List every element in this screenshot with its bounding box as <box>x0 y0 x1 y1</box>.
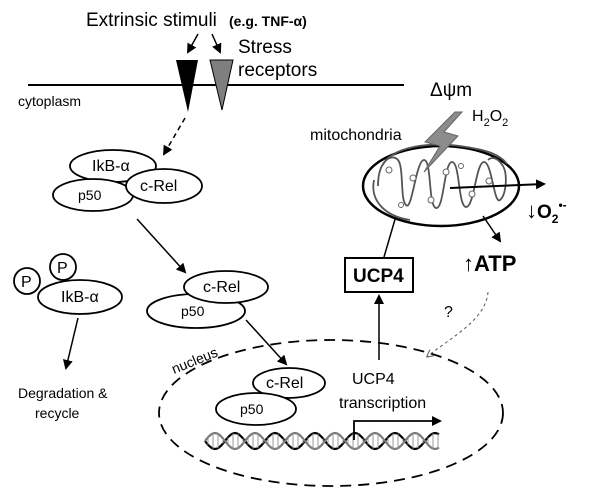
degradation-line2: recycle <box>35 405 80 421</box>
receptor-black <box>176 60 198 112</box>
stimuli-label: Extrinsic stimuli <box>86 10 217 31</box>
receptors-line1: Stress <box>238 37 292 58</box>
ucp4-box <box>344 257 414 293</box>
stimulus-arrow-2 <box>211 33 222 54</box>
transcription-line2: transcription <box>339 395 426 412</box>
dimer-p50-label: p50 <box>181 303 205 319</box>
phospho-circle-1 <box>13 267 41 295</box>
ikb-alpha-label: IkB-α <box>92 158 130 175</box>
c-rel-label: c-Rel <box>140 178 177 195</box>
nuclear-p50-label: p50 <box>240 401 264 417</box>
mitochondria-cristae <box>377 156 507 209</box>
atp-label: ↑ATP <box>463 251 516 276</box>
phospho-ikb-oval <box>37 279 123 315</box>
nucleus-boundary <box>158 339 504 487</box>
mitochondria-granules <box>385 163 493 208</box>
phospho-circle-2 <box>49 253 77 281</box>
feedback-dashed-arrow <box>428 291 489 356</box>
transcription-start-arrow <box>353 416 442 440</box>
transcription-line1: UCP4 <box>352 371 395 388</box>
stimuli-example: (e.g. TNF-α) <box>229 13 307 29</box>
dimer-c-rel-oval <box>183 270 269 304</box>
nuclear-c-rel-label: c-Rel <box>266 375 303 392</box>
superoxide-arrow <box>449 179 546 190</box>
nuclear-c-rel-oval <box>252 367 326 399</box>
p50-label: p50 <box>78 187 102 203</box>
nuclear-translocation-arrow <box>245 319 288 366</box>
receptors-line2: receptors <box>238 60 317 81</box>
signal-dashed-arrow <box>162 117 186 156</box>
stimulus-arrow-1 <box>187 33 199 54</box>
membrane-potential-label: Δψm <box>430 80 472 101</box>
phospho-p1-label: P <box>21 274 32 291</box>
h2o2-label: H2O2 <box>472 108 508 129</box>
phospho-ikb-label: IkB-α <box>61 289 99 306</box>
mitochondria-label: mitochondria <box>310 127 402 144</box>
dimer-c-rel-label: c-Rel <box>203 279 240 296</box>
nucleus-label: nucleus <box>169 344 220 377</box>
phospho-p2-label: P <box>57 260 68 277</box>
dna-helix <box>204 431 440 451</box>
cytoplasm-label: cytoplasm <box>18 93 81 109</box>
superoxide-label: ↓O2•- <box>526 198 567 226</box>
nuclear-p50-oval <box>215 392 297 426</box>
c-rel-oval <box>125 168 203 204</box>
receptor-gray <box>209 59 234 111</box>
release-arrow <box>136 218 187 274</box>
ucp4-box-label: UCP4 <box>353 266 404 287</box>
question-mark: ? <box>444 304 453 321</box>
degradation-line1: Degradation & <box>18 385 108 401</box>
degradation-arrow <box>63 317 79 370</box>
atp-arrow <box>482 215 502 243</box>
lightning-bolt-icon <box>423 111 464 173</box>
